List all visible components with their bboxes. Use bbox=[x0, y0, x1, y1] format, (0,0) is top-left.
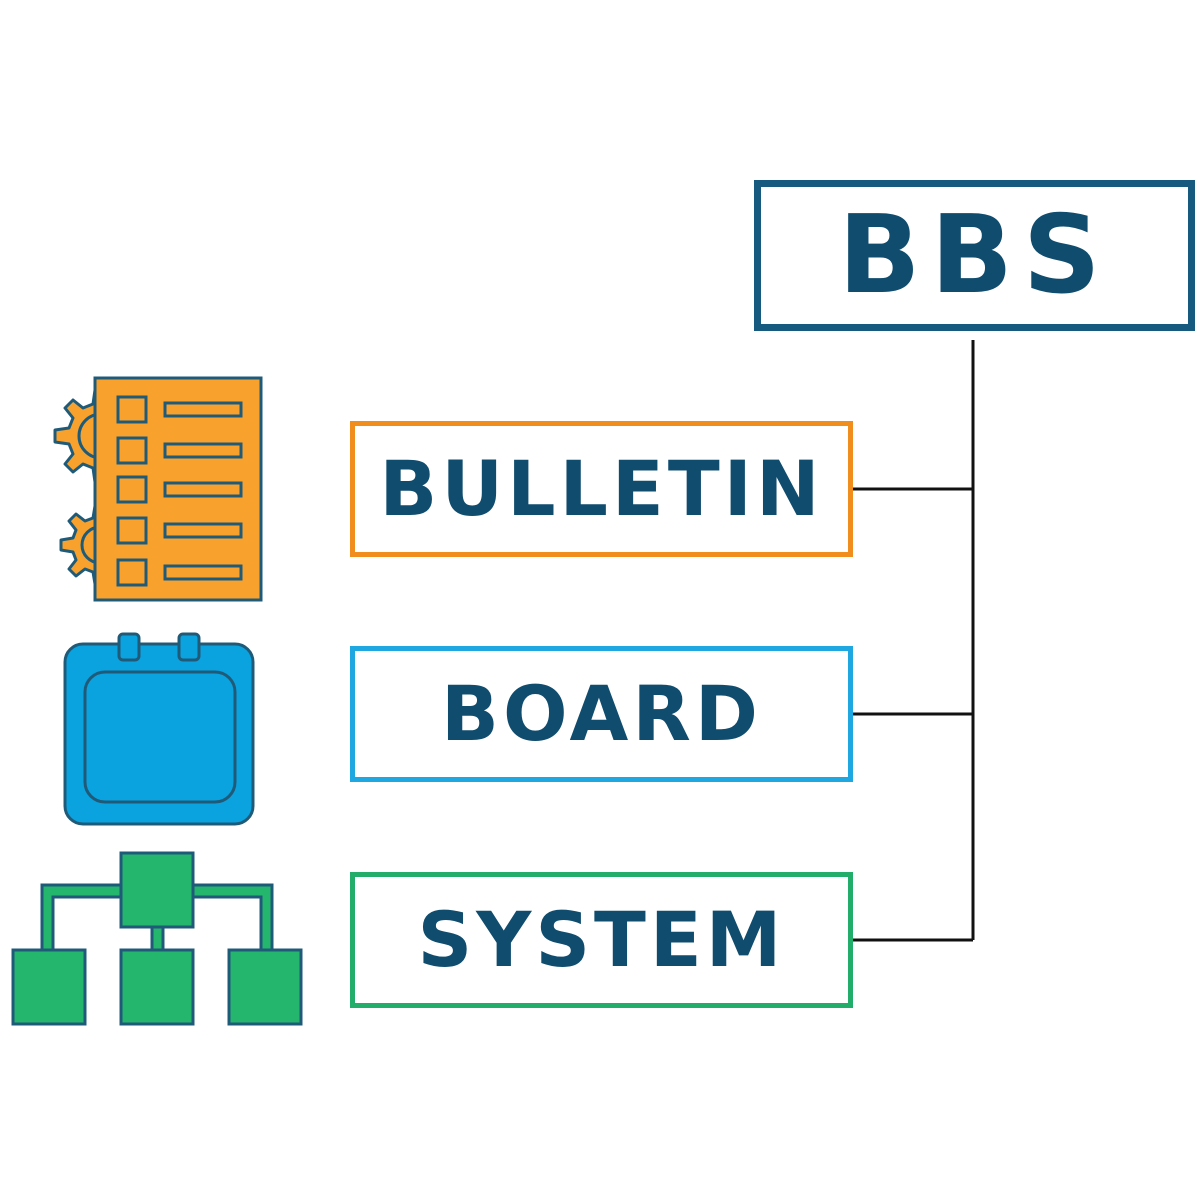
term-box-board: BOARD bbox=[350, 646, 853, 782]
term-label-board: BOARD bbox=[441, 669, 762, 758]
term-label-bulletin: BULLETIN bbox=[379, 444, 824, 533]
term-label-system: SYSTEM bbox=[417, 895, 786, 984]
calendar-icon bbox=[63, 632, 255, 826]
hierarchy-icon bbox=[11, 851, 303, 1026]
acronym-label: BBS bbox=[838, 192, 1111, 318]
term-box-bulletin: BULLETIN bbox=[350, 421, 853, 557]
acronym-box: BBS bbox=[754, 180, 1195, 331]
checklist-gear-icon bbox=[53, 376, 263, 602]
term-box-system: SYSTEM bbox=[350, 872, 853, 1008]
